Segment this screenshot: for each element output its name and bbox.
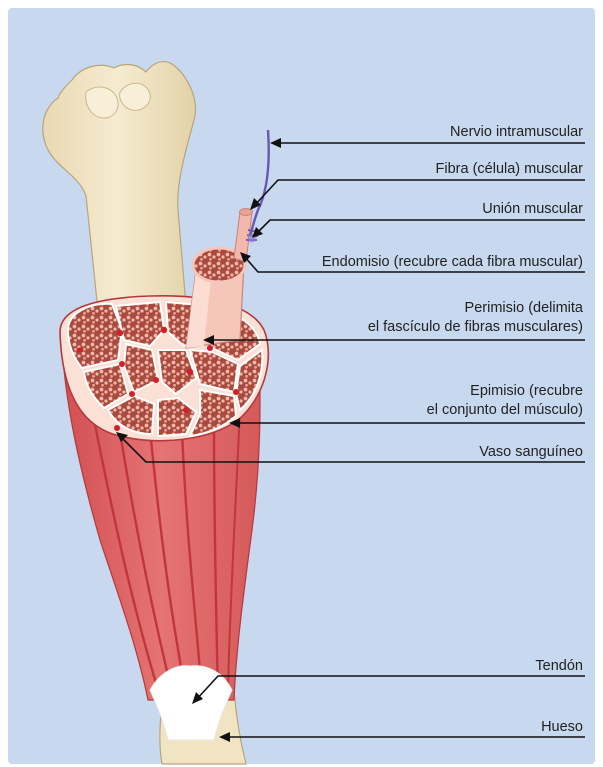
label-tendon: Tendón — [535, 658, 583, 674]
label-endomisio: Endomisio (recubre cada fibra muscular) — [322, 254, 583, 270]
label-hueso: Hueso — [541, 719, 583, 735]
label-epimisio-line1: Epimisio (recubre — [470, 383, 583, 399]
label-vaso-sanguineo: Vaso sanguíneo — [479, 444, 583, 460]
label-perimisio-line2: el fascículo de fibras musculares) — [368, 319, 583, 335]
label-fibra-muscular: Fibra (célula) muscular — [436, 161, 584, 177]
fascicle-extracted — [186, 248, 245, 348]
label-epimisio-line2: el conjunto del músculo) — [427, 402, 583, 418]
label-union-muscular: Unión muscular — [482, 201, 583, 217]
label-perimisio-line1: Perimisio (delimita — [465, 300, 584, 316]
label-nervio-intramuscular: Nervio intramuscular — [450, 124, 583, 140]
